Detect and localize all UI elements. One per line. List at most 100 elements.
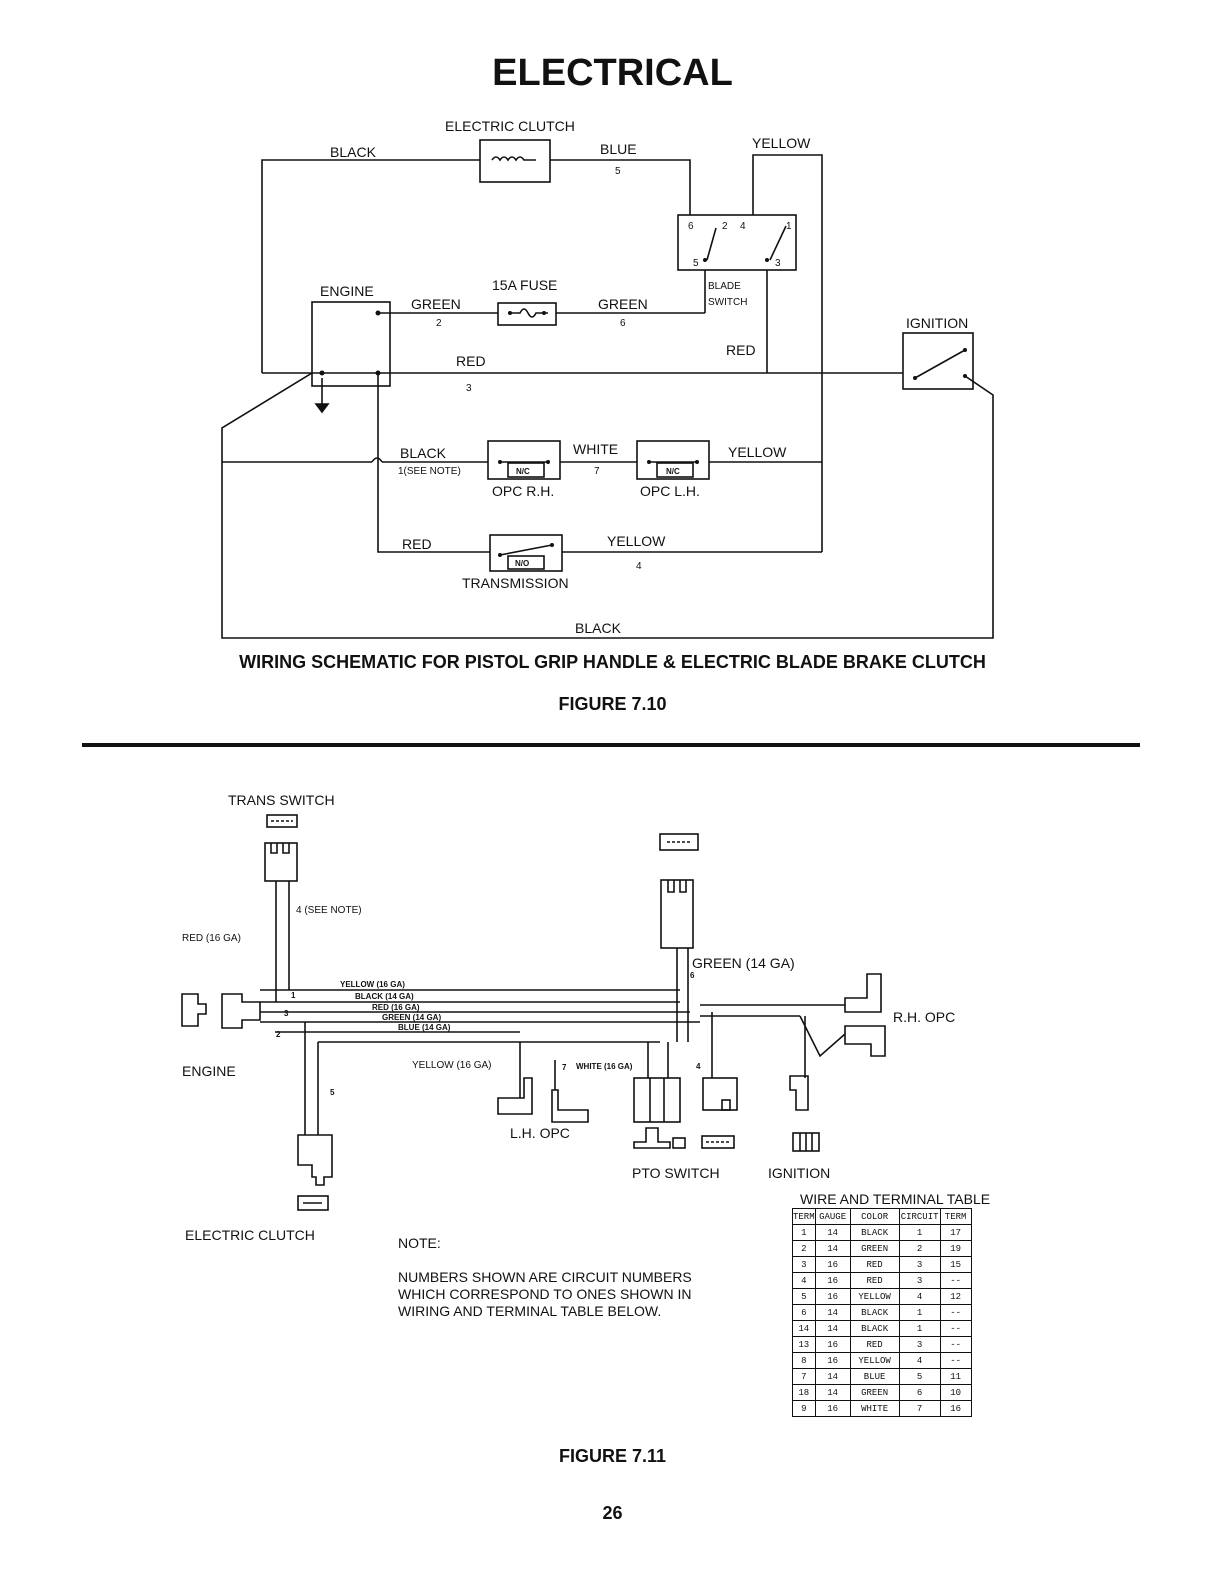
table-cell: 5 [898,1368,941,1385]
table-cell: 16 [814,1256,851,1273]
label-engine: ENGINE [320,283,374,299]
label-yellow-opc: YELLOW [728,444,787,460]
label-electric-clutch-harness: ELECTRIC CLUTCH [185,1227,315,1243]
page-title: ELECTRICAL [492,52,733,94]
table-cell: 14 [814,1304,851,1321]
terminal-6: 6 [688,221,694,232]
table-cell: 3 [898,1336,941,1353]
label-lh-opc: L.H. OPC [510,1125,570,1141]
label-black-opc-note: 1(SEE NOTE) [398,466,461,477]
terminal-1: 1 [786,221,792,232]
table-cell: 3 [792,1256,816,1273]
label-black-bottom: BLACK [575,620,622,636]
page-number: 26 [602,1503,623,1523]
bundle-wire-label: BLACK (14 GA) [355,992,414,1001]
label-yellow-trans: YELLOW [607,533,666,549]
label-yellow-trans-num: 4 [636,561,642,572]
circuit-number: 7 [562,1063,567,1072]
table-cell: 16 [814,1336,851,1353]
label-nc-rh: N/C [516,467,530,476]
label-red-mid-num: 3 [466,383,472,394]
label-rh-opc: R.H. OPC [893,1009,955,1025]
bundle-wire-label: RED (16 GA) [372,1003,420,1012]
label-red-mid: RED [456,353,486,369]
figure-7-10-caption: WIRING SCHEMATIC FOR PISTOL GRIP HANDLE … [239,652,986,672]
label-green-right-num: 6 [620,318,626,329]
table-cell: 16 [814,1288,851,1305]
label-red-trans: RED [402,536,432,552]
circuit-number: 5 [330,1088,335,1097]
circuit-number: 6 [690,971,695,980]
label-no: N/O [515,559,529,568]
table-header: CIRCUIT [898,1208,941,1225]
label-red-right: RED [726,342,756,358]
table-cell: 3 [898,1256,941,1273]
label-opc-rh: OPC R.H. [492,483,554,499]
note-heading: NOTE: [398,1235,441,1251]
label-ignition: IGNITION [906,315,968,331]
table-cell: 6 [898,1384,941,1401]
note-text: NUMBERS SHOWN ARE CIRCUIT NUMBERS WHICH … [398,1269,692,1319]
circuit-number: 4 [696,1062,701,1071]
label-yellow-16: YELLOW (16 GA) [412,1060,491,1071]
table-header: TERM [939,1208,972,1225]
table-cell: 17 [939,1224,972,1241]
bundle-wire-label: GREEN (14 GA) [382,1013,441,1022]
label-electric-clutch: ELECTRIC CLUTCH [445,118,575,134]
label-white-num: 7 [594,466,600,477]
table-cell: BLACK [849,1224,900,1241]
table-cell: WHITE [849,1400,900,1417]
label-engine-harness: ENGINE [182,1063,236,1079]
table-cell: 13 [792,1336,816,1353]
table-cell: BLACK [849,1320,900,1337]
label-opc-lh: OPC L.H. [640,483,700,499]
circuit-number: 1 [291,991,296,1000]
label-yellow-top: YELLOW [752,135,811,151]
table-cell: BLACK [849,1304,900,1321]
table-cell: 16 [814,1400,851,1417]
table-cell: 9 [792,1400,816,1417]
table-cell: RED [849,1256,900,1273]
table-cell: 5 [792,1288,816,1305]
table-header: COLOR [849,1208,900,1225]
table-cell: -- [939,1320,972,1337]
label-pto-switch: PTO SWITCH [632,1165,720,1181]
label-trans-switch: TRANS SWITCH [228,792,335,808]
label-green-14: GREEN (14 GA) [692,955,795,971]
label-ignition-harness: IGNITION [768,1165,830,1181]
table-cell: 7 [792,1368,816,1385]
label-white-16: WHITE (16 GA) [576,1062,633,1071]
table-cell: 2 [898,1240,941,1257]
table-cell: 1 [898,1320,941,1337]
label-switch: SWITCH [708,297,747,308]
label-transmission: TRANSMISSION [462,575,569,591]
table-cell: 14 [814,1384,851,1401]
wiring-schematic: ELECTRIC CLUTCH BLACK BLUE 5 YELLOW 6 2 … [221,118,994,639]
table-cell: -- [939,1352,972,1369]
label-green-left-num: 2 [436,318,442,329]
table-cell: BLUE [849,1368,900,1385]
circuit-number: 2 [276,1030,281,1039]
table-cell: RED [849,1336,900,1353]
table-cell: 16 [939,1400,972,1417]
table-cell: -- [939,1336,972,1353]
label-red-16: RED (16 GA) [182,933,241,944]
bundle-wire-label: BLUE (14 GA) [398,1023,451,1032]
label-nc-lh: N/C [666,467,680,476]
table-cell: RED [849,1272,900,1289]
label-see-note: 4 (SEE NOTE) [296,905,362,916]
bundle-wire-label: YELLOW (16 GA) [340,980,405,989]
table-cell: 14 [814,1240,851,1257]
figure-7-11-label: FIGURE 7.11 [558,1446,667,1466]
table-cell: 1 [898,1224,941,1241]
terminal-2: 2 [722,221,728,232]
label-blue-num: 5 [615,166,621,177]
table-cell: 8 [792,1352,816,1369]
table-cell: 2 [792,1240,816,1257]
